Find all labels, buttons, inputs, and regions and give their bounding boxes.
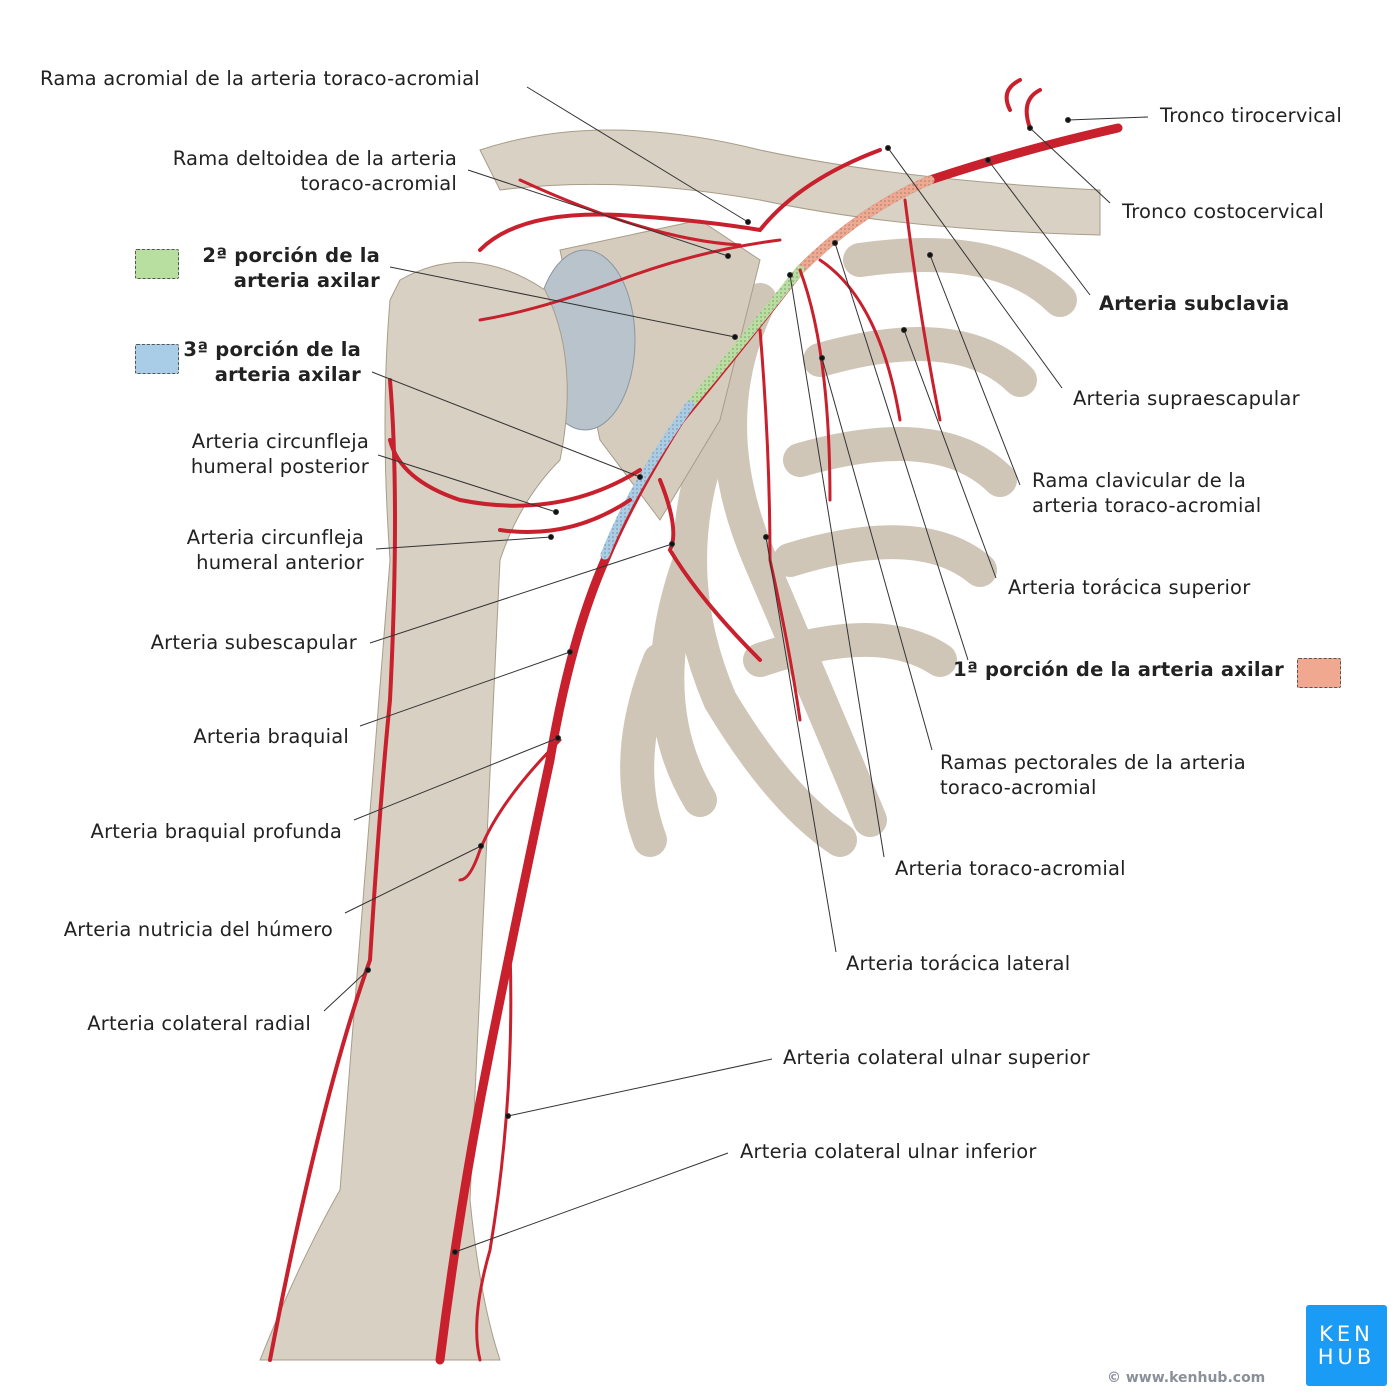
- arteries: [268, 78, 1123, 1365]
- label-line: arteria axilar: [233, 269, 380, 292]
- label-line: Rama deltoidea de la arteria: [172, 147, 457, 170]
- label-line: toraco-acromial: [940, 776, 1097, 799]
- label-line: Arteria circunfleja: [186, 526, 364, 549]
- label-supraescapular: Arteria supraescapular: [1073, 387, 1300, 410]
- label-line: Arteria circunfleja: [191, 430, 369, 453]
- label-line: arteria axilar: [214, 363, 361, 386]
- label-line: 2ª porción de la: [202, 244, 380, 267]
- label-line: Ramas pectorales de la arteria: [940, 751, 1246, 774]
- label-line: arteria toraco-acromial: [1032, 494, 1262, 517]
- logo-line: HUB: [1317, 1344, 1376, 1369]
- label-rama-acromial: Rama acromial de la arteria toraco-acrom…: [40, 67, 480, 90]
- logo-line: KEN: [1319, 1321, 1374, 1346]
- label-line: humeral posterior: [190, 455, 369, 478]
- label-tronco-tirocervical: Tronco tirocervical: [1160, 104, 1342, 127]
- label-toracica-lateral: Arteria torácica lateral: [846, 952, 1071, 975]
- legend-label-porcion1: 1ª porción de la arteria axilar: [953, 658, 1284, 681]
- copyright-text: © www.kenhub.com: [1107, 1370, 1266, 1386]
- label-nutricia: Arteria nutricia del húmero: [63, 918, 333, 941]
- label-line: humeral anterior: [196, 551, 364, 574]
- clavicle: [479, 129, 1101, 236]
- label-line: toraco-acromial: [300, 172, 457, 195]
- label-toraco-acromial: Arteria toraco-acromial: [895, 857, 1126, 880]
- legend-swatch-porcion1: [1297, 658, 1341, 688]
- label-colateral-ulnar-superior: Arteria colateral ulnar superior: [783, 1046, 1090, 1069]
- label-line: Rama clavicular de la: [1032, 469, 1247, 492]
- label-toracica-superior: Arteria torácica superior: [1008, 576, 1251, 599]
- label-subclavia: Arteria subclavia: [1099, 292, 1290, 315]
- humerus: [259, 261, 568, 1361]
- ribs: [620, 238, 1077, 857]
- label-colateral-radial: Arteria colateral radial: [87, 1012, 311, 1035]
- leader-lines: [323, 86, 1149, 1255]
- label-line: 3ª porción de la: [183, 338, 361, 361]
- label-braquial: Arteria braquial: [193, 725, 349, 748]
- legend-swatch-porcion3: [135, 344, 179, 374]
- label-subescapular: Arteria subescapular: [150, 631, 357, 654]
- label-braquial-profunda: Arteria braquial profunda: [90, 820, 342, 843]
- label-tronco-costocervical: Tronco costocervical: [1122, 200, 1324, 223]
- legend-swatch-porcion2: [135, 249, 179, 279]
- label-colateral-ulnar-inferior: Arteria colateral ulnar inferior: [740, 1140, 1037, 1163]
